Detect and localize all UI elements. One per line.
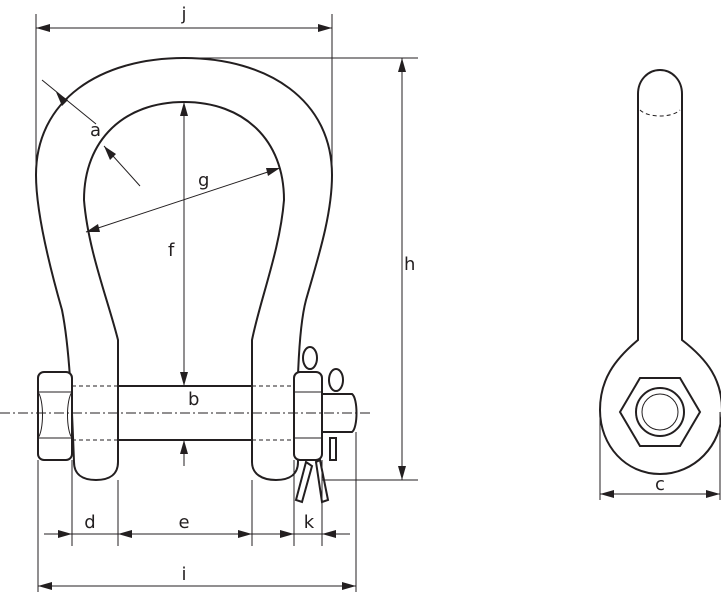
dimension-h: h xyxy=(184,57,418,481)
dimension-i: i xyxy=(38,564,356,590)
label-k: k xyxy=(304,512,315,533)
dimension-f: f xyxy=(168,102,188,386)
label-d: d xyxy=(84,512,95,533)
label-e: e xyxy=(178,512,189,533)
dimension-c: c xyxy=(599,412,721,500)
label-f: f xyxy=(168,240,175,261)
left-nut xyxy=(37,371,73,461)
label-h: h xyxy=(404,254,415,275)
dimension-j: j xyxy=(35,4,333,175)
shackle-side-view xyxy=(598,68,721,476)
label-a: a xyxy=(90,120,101,141)
label-i: i xyxy=(181,564,186,585)
label-b: b xyxy=(188,389,199,410)
cotter-pin xyxy=(294,346,344,504)
label-g: g xyxy=(198,170,209,191)
label-j: j xyxy=(180,4,186,25)
right-nut xyxy=(293,371,323,461)
dimension-g: g xyxy=(85,167,281,233)
dimension-a: a xyxy=(41,79,141,187)
label-c: c xyxy=(655,474,665,495)
dimension-d-e-k: d e k xyxy=(37,432,357,592)
dimension-b: b xyxy=(180,389,199,466)
